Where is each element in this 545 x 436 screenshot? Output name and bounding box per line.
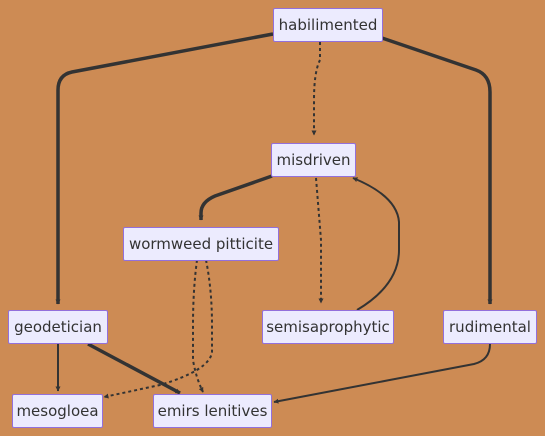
edge-geodetician-emirs bbox=[87, 342, 181, 395]
node-wormweed-pitticite[interactable]: wormweed pitticite bbox=[123, 227, 279, 261]
node-label: geodetician bbox=[14, 318, 102, 336]
node-label: habilimented bbox=[278, 16, 378, 34]
node-misdriven[interactable]: misdriven bbox=[271, 143, 356, 177]
edge-semisaprophytic-misdriven bbox=[352, 177, 400, 311]
node-semisaprophytic[interactable]: semisaprophytic bbox=[262, 310, 394, 344]
edge-habilimented-rudimental bbox=[381, 36, 493, 305]
edge-wormweed-mesogloea bbox=[103, 259, 213, 399]
node-habilimented[interactable]: habilimented bbox=[273, 8, 383, 42]
edge-wormweed-emirs bbox=[192, 259, 204, 393]
node-label: wormweed pitticite bbox=[128, 235, 274, 253]
node-label: mesogloea bbox=[16, 402, 99, 420]
edge-rudimental-emirs bbox=[273, 343, 491, 404]
node-label: misdriven bbox=[276, 151, 351, 169]
edge-habilimented-misdriven bbox=[311, 42, 321, 136]
edge-misdriven-wormweed bbox=[198, 174, 273, 221]
node-label: rudimental bbox=[449, 318, 531, 336]
node-label: semisaprophytic bbox=[266, 318, 390, 336]
edge-misdriven-semisaprophytic bbox=[315, 177, 324, 304]
node-mesogloea[interactable]: mesogloea bbox=[12, 394, 103, 428]
node-geodetician[interactable]: geodetician bbox=[8, 310, 108, 344]
node-emirs-lenitives[interactable]: emirs lenitives bbox=[153, 394, 272, 428]
node-label: emirs lenitives bbox=[157, 402, 268, 420]
edge-habilimented-geodetician bbox=[55, 32, 274, 305]
node-rudimental[interactable]: rudimental bbox=[443, 310, 537, 344]
